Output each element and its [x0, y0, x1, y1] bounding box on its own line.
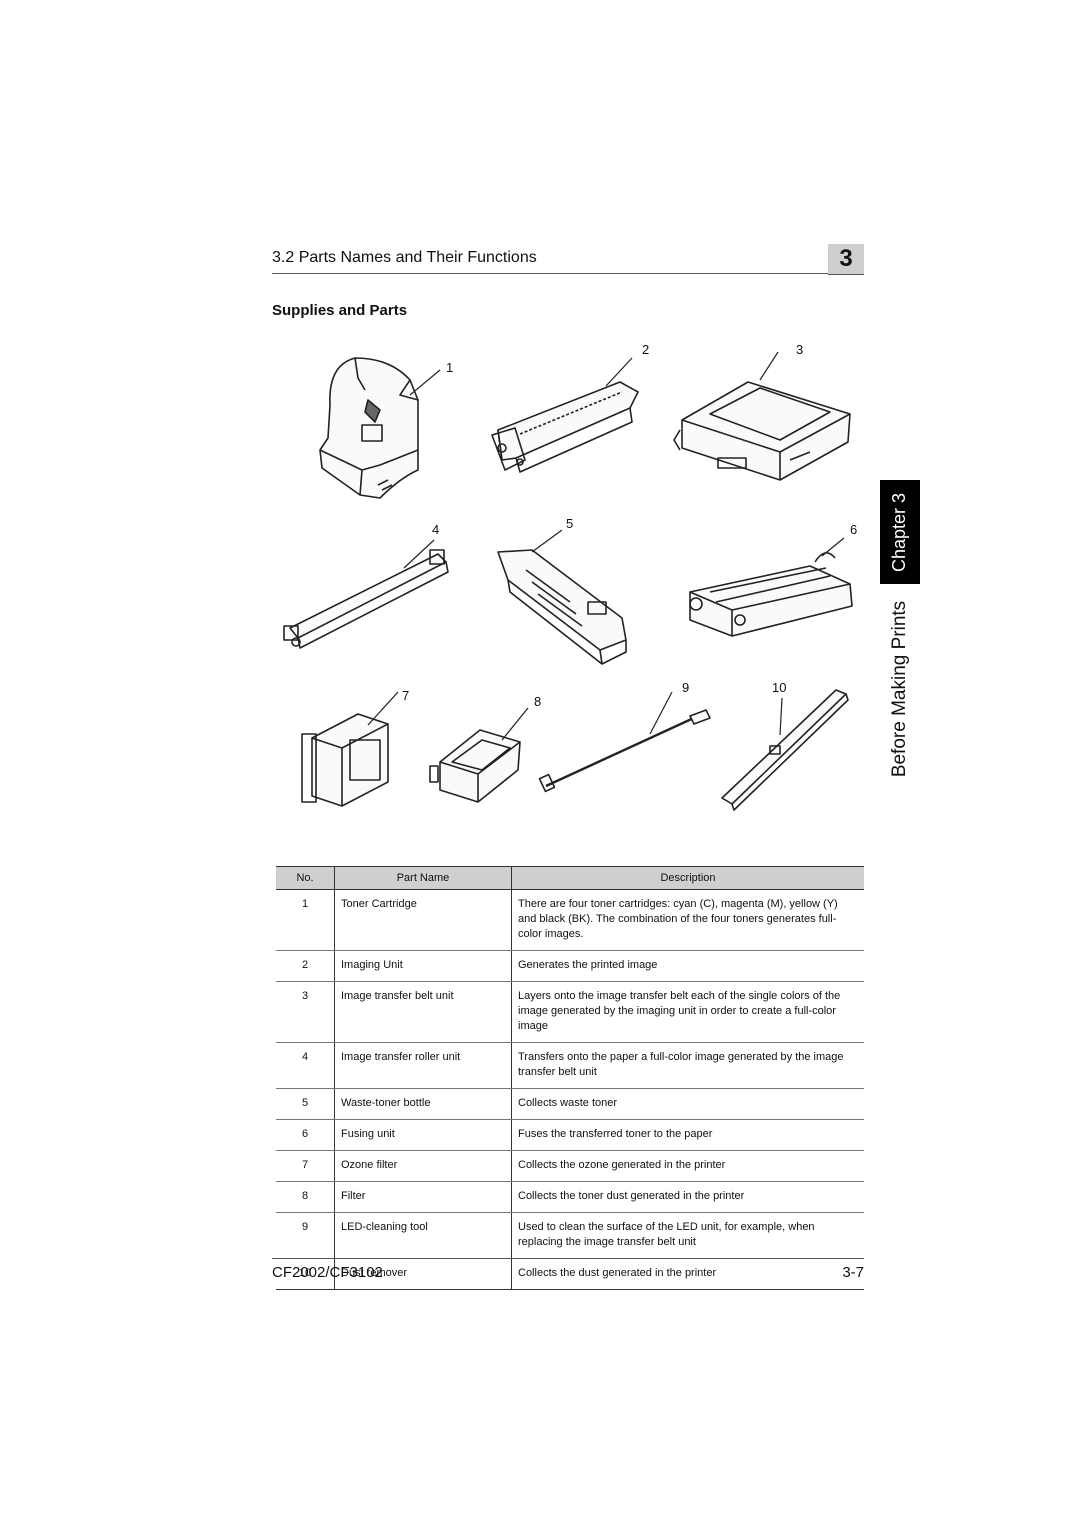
- cell-part-name: Filter: [334, 1181, 512, 1213]
- cell-part-name: Fusing unit: [334, 1119, 512, 1151]
- led-cleaning-tool-drawing: [538, 691, 711, 793]
- cell-no: 6: [276, 1119, 335, 1151]
- cell-description: Collects waste toner: [511, 1088, 864, 1120]
- toner-cartridge-drawing: [319, 357, 441, 499]
- chapter-side-tab: Chapter 3: [880, 480, 920, 584]
- cell-no: 7: [276, 1150, 335, 1182]
- column-header-description: Description: [511, 866, 864, 890]
- section-header-title: 3.2 Parts Names and Their Functions: [272, 249, 537, 266]
- figure-number-1: 1: [446, 360, 454, 375]
- table-header-row: No. Part Name Description: [276, 866, 864, 890]
- cell-no: 1: [276, 889, 335, 951]
- footer-page-number: 3-7: [842, 1264, 864, 1281]
- cell-no: 2: [276, 950, 335, 982]
- dust-remover-drawing: [721, 689, 849, 811]
- column-header-part-name: Part Name: [334, 866, 512, 890]
- cell-part-name: Ozone filter: [334, 1150, 512, 1182]
- cell-part-name: Image transfer belt unit: [334, 981, 512, 1043]
- table-row: 9 LED-cleaning tool Used to clean the su…: [276, 1212, 864, 1259]
- cell-part-name: Waste-toner bottle: [334, 1088, 512, 1120]
- cell-description: Transfers onto the paper a full-color im…: [511, 1042, 864, 1089]
- chapter-side-title-label: Before Making Prints: [889, 600, 911, 778]
- transfer-belt-unit-drawing: [673, 351, 851, 481]
- parts-illustration-drawing: [283, 351, 853, 811]
- cell-no: 8: [276, 1181, 335, 1213]
- figure-number-4: 4: [432, 522, 440, 537]
- cell-part-name: Imaging Unit: [334, 950, 512, 982]
- cell-description: Generates the printed image: [511, 950, 864, 982]
- table-row: 4 Image transfer roller unit Transfers o…: [276, 1042, 864, 1089]
- figure-number-9: 9: [682, 680, 690, 695]
- cell-no: 10: [276, 1258, 335, 1290]
- figure-number-6: 6: [850, 522, 858, 537]
- figure-number-7: 7: [402, 688, 410, 703]
- cell-part-name: Toner Cartridge: [334, 889, 512, 951]
- cell-part-name: Dust remover: [334, 1258, 512, 1290]
- cell-part-name: Image transfer roller unit: [334, 1042, 512, 1089]
- cell-description: Collects the dust generated in the print…: [511, 1258, 864, 1290]
- footer-rule: [272, 1258, 864, 1259]
- cell-no: 3: [276, 981, 335, 1043]
- fusing-unit-drawing: [689, 537, 853, 637]
- filter-drawing: [429, 707, 529, 803]
- cell-description: Collects the ozone generated in the prin…: [511, 1150, 864, 1182]
- cell-part-name: LED-cleaning tool: [334, 1212, 512, 1259]
- page-title: Supplies and Parts: [272, 302, 408, 319]
- waste-toner-bottle-drawing: [497, 529, 627, 665]
- transfer-roller-unit-drawing: [283, 539, 449, 649]
- cell-description: Collects the toner dust generated in the…: [511, 1181, 864, 1213]
- table-row: 10 Dust remover Collects the dust genera…: [276, 1258, 864, 1290]
- cell-no: 9: [276, 1212, 335, 1259]
- table-row: 5 Waste-toner bottle Collects waste tone…: [276, 1088, 864, 1120]
- table-row: 2 Imaging Unit Generates the printed ima…: [276, 950, 864, 982]
- chapter-number-badge: 3: [828, 244, 864, 275]
- cell-description: Used to clean the surface of the LED uni…: [511, 1212, 864, 1259]
- chapter-side-title: Before Making Prints: [880, 594, 920, 784]
- chapter-side-tab-label: Chapter 3: [889, 492, 910, 572]
- table-row: 1 Toner Cartridge There are four toner c…: [276, 889, 864, 951]
- cell-no: 4: [276, 1042, 335, 1089]
- column-header-no: No.: [276, 866, 335, 890]
- figure-number-10: 10: [772, 680, 787, 695]
- table-row: 8 Filter Collects the toner dust generat…: [276, 1181, 864, 1213]
- table-row: 7 Ozone filter Collects the ozone genera…: [276, 1150, 864, 1182]
- table-row: 6 Fusing unit Fuses the transferred tone…: [276, 1119, 864, 1151]
- cell-description: Fuses the transferred toner to the paper: [511, 1119, 864, 1151]
- parts-illustration: 1 2 3 4 5 6 7 8 9 10: [270, 330, 870, 825]
- figure-number-5: 5: [566, 516, 574, 531]
- footer-model-name: CF2002/CF3102: [272, 1264, 383, 1281]
- figure-number-2: 2: [642, 342, 650, 357]
- figure-number-8: 8: [534, 694, 542, 709]
- cell-no: 5: [276, 1088, 335, 1120]
- table-row: 3 Image transfer belt unit Layers onto t…: [276, 981, 864, 1043]
- header-rule: [272, 273, 828, 274]
- figure-number-3: 3: [796, 342, 804, 357]
- parts-table: No. Part Name Description 1 Toner Cartri…: [276, 866, 864, 1290]
- cell-description: There are four toner cartridges: cyan (C…: [511, 889, 864, 951]
- cell-description: Layers onto the image transfer belt each…: [511, 981, 864, 1043]
- ozone-filter-drawing: [301, 691, 399, 807]
- imaging-unit-drawing: [491, 357, 639, 473]
